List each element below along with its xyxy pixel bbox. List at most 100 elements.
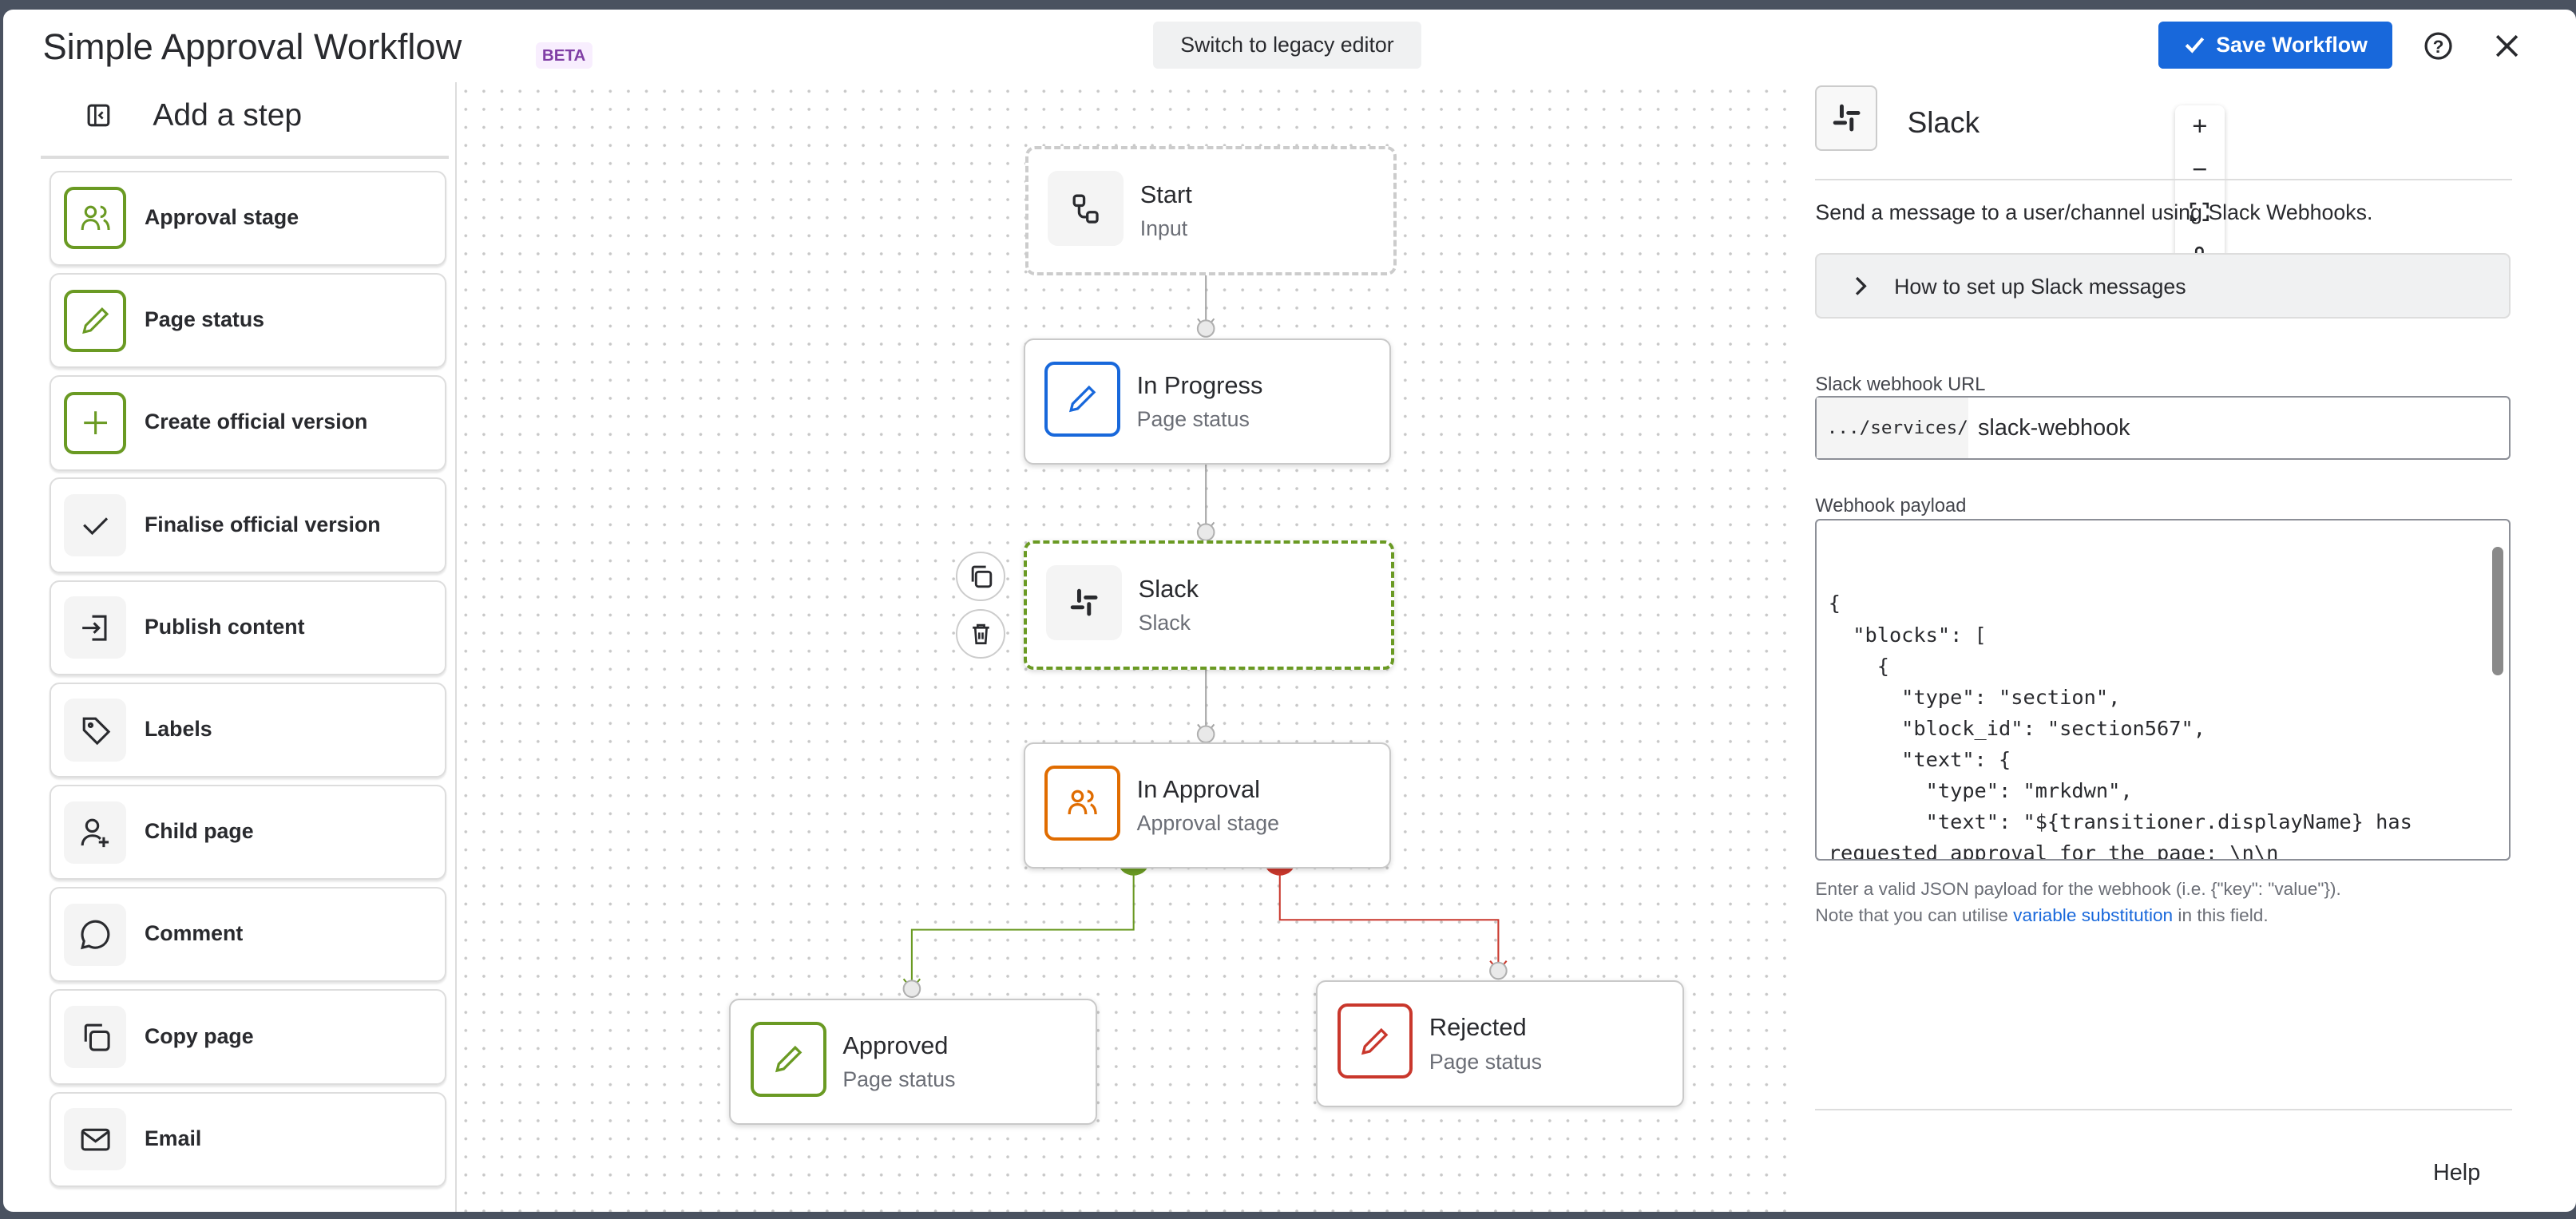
- node-title: Slack: [1138, 574, 1199, 603]
- beta-badge: BETA: [535, 42, 592, 69]
- step-label: Publish content: [144, 614, 305, 639]
- zoom-in-icon[interactable]: +: [2192, 111, 2208, 141]
- expander-label: How to set up Slack messages: [1894, 274, 2186, 299]
- payload-text[interactable]: { "blocks": [ { "type": "section", "bloc…: [1828, 592, 2412, 861]
- slack-icon: [1815, 85, 1878, 152]
- node-subtitle: Input: [1139, 216, 1188, 241]
- step-item-finalise-official-version[interactable]: Finalise official version: [49, 477, 447, 573]
- zoom-out-icon[interactable]: −: [2192, 153, 2208, 184]
- step-label: Child page: [144, 819, 254, 844]
- node-rejected[interactable]: Rejected Page status: [1315, 980, 1684, 1107]
- fit-view-icon[interactable]: [2175, 191, 2225, 233]
- step-item-copy-page[interactable]: Copy page: [49, 989, 447, 1085]
- step-label: Copy page: [144, 1023, 254, 1048]
- zoom-controls: + −: [2174, 105, 2225, 279]
- node-in-progress[interactable]: In Progress Page status: [1023, 338, 1392, 465]
- step-item-email[interactable]: Email: [49, 1091, 447, 1187]
- url-label: Slack webhook URL: [1815, 374, 1986, 396]
- delete-node-button[interactable]: [956, 609, 1005, 659]
- step-item-create-official-version[interactable]: Create official version: [49, 375, 447, 471]
- divider: [1815, 1108, 2512, 1110]
- step-item-publish-content[interactable]: Publish content: [49, 580, 447, 675]
- copy-icon: [64, 1005, 127, 1069]
- step-label: Page status: [144, 307, 265, 332]
- slack-setup-expander[interactable]: How to set up Slack messages: [1815, 252, 2511, 319]
- webhook-payload-textarea[interactable]: { "blocks": [ { "type": "section", "bloc…: [1815, 519, 2511, 861]
- help-link[interactable]: Help: [2432, 1159, 2481, 1185]
- step-label: Create official version: [144, 410, 368, 434]
- copy-icon: [971, 565, 992, 588]
- node-subtitle: Page status: [842, 1067, 956, 1092]
- node-start[interactable]: Start Input: [1024, 146, 1397, 276]
- tag-icon: [64, 699, 127, 762]
- switch-legacy-editor-button[interactable]: Switch to legacy editor: [1153, 21, 1421, 69]
- page-title: Simple Approval Workflow: [42, 26, 462, 67]
- sidebar-title: Add a step: [153, 98, 303, 133]
- node-slack[interactable]: Slack Slack: [1023, 540, 1395, 671]
- collapse-sidebar-icon[interactable]: [85, 102, 112, 135]
- sidebar-header: Add a step: [41, 82, 449, 160]
- help-text: in this field.: [2173, 904, 2269, 925]
- node-subtitle: Slack: [1138, 611, 1191, 635]
- payload-label: Webhook payload: [1815, 496, 1967, 517]
- node-approved[interactable]: Approved Page status: [729, 998, 1098, 1126]
- payload-help-1: Enter a valid JSON payload for the webho…: [1815, 878, 2341, 899]
- payload-help-2: Note that you can utilise variable subst…: [1815, 905, 2268, 926]
- comment-icon: [64, 903, 127, 966]
- help-text: Note that you can utilise: [1815, 904, 2014, 925]
- step-config-panel: Slack Send a message to a user/channel u…: [1791, 82, 2573, 1213]
- publish-icon: [64, 596, 127, 659]
- step-label: Email: [144, 1126, 202, 1150]
- pencil-icon: [1337, 1003, 1413, 1079]
- node-subtitle: Page status: [1429, 1049, 1543, 1074]
- help-icon[interactable]: ?: [2422, 30, 2455, 69]
- workflow-editor-window: Simple Approval Workflow BETA Switch to …: [3, 10, 2576, 1213]
- node-title: In Approval: [1136, 775, 1261, 803]
- save-workflow-button[interactable]: Save Workflow: [2158, 21, 2392, 69]
- url-value[interactable]: slack-webhook: [1978, 415, 2130, 441]
- step-item-labels[interactable]: Labels: [49, 682, 447, 778]
- url-prefix: .../services/: [1817, 397, 1968, 458]
- node-title: Start: [1139, 180, 1192, 209]
- users-icon: [64, 187, 127, 250]
- pencil-icon: [751, 1021, 826, 1098]
- duplicate-node-button[interactable]: [956, 552, 1005, 601]
- svg-text:?: ?: [2432, 37, 2443, 57]
- step-label: Approval stage: [144, 205, 299, 230]
- node-in-approval[interactable]: In Approval Approval stage: [1023, 742, 1392, 869]
- pencil-icon: [64, 289, 127, 352]
- node-subtitle: Page status: [1136, 407, 1250, 432]
- divider: [1815, 179, 2512, 181]
- check-icon: [2185, 37, 2205, 53]
- step-item-page-status[interactable]: Page status: [49, 273, 447, 369]
- panel-title: Slack: [1907, 105, 1980, 139]
- flow-icon: [1048, 170, 1124, 247]
- scrollbar-thumb[interactable]: [2492, 547, 2504, 675]
- close-icon[interactable]: [2491, 30, 2523, 69]
- step-label: Labels: [144, 716, 212, 741]
- users-icon: [1044, 765, 1120, 841]
- edge-approved: [910, 859, 1135, 989]
- node-title: Approved: [842, 1031, 949, 1059]
- step-item-comment[interactable]: Comment: [49, 887, 447, 983]
- check-icon: [64, 494, 127, 557]
- workflow-canvas[interactable]: Start Input In Progress Page status Slac…: [456, 81, 2225, 1213]
- trash-icon: [972, 623, 989, 644]
- node-title: In Progress: [1136, 370, 1263, 399]
- add-person-icon: [64, 801, 127, 864]
- webhook-url-field[interactable]: .../services/ slack-webhook: [1815, 395, 2511, 460]
- node-title: Rejected: [1429, 1013, 1527, 1042]
- pencil-icon: [1044, 361, 1120, 437]
- step-item-child-page[interactable]: Child page: [49, 785, 447, 881]
- slack-icon: [1046, 564, 1123, 641]
- panel-description: Send a message to a user/channel using S…: [1815, 200, 2373, 224]
- node-subtitle: Approval stage: [1136, 811, 1279, 836]
- email-icon: [64, 1108, 127, 1171]
- plus-icon: [64, 391, 127, 454]
- step-label: Comment: [144, 921, 244, 946]
- step-label: Finalise official version: [144, 512, 381, 536]
- edge-rejected: [1278, 859, 1500, 971]
- step-item-approval-stage[interactable]: Approval stage: [49, 170, 447, 267]
- chevron-right-icon: [1855, 276, 1867, 295]
- variable-substitution-link[interactable]: variable substitution: [2013, 904, 2174, 925]
